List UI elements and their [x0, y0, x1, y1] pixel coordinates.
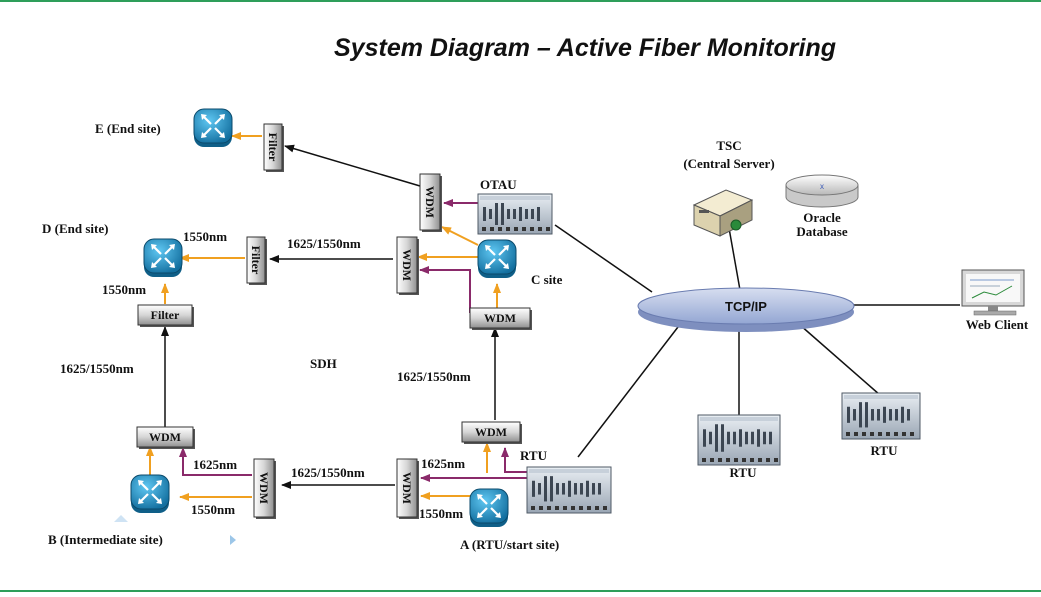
monitor-icon	[961, 269, 1025, 316]
router-a-icon	[469, 488, 509, 527]
wdm-b-box: WDM	[136, 426, 195, 449]
filter-d-low-box: Filter	[137, 304, 194, 327]
wavelength-label-a-1550: 1550nm	[419, 506, 463, 521]
tcpip-label: TCP/IP	[725, 299, 767, 314]
tsc-label: TSC	[716, 138, 741, 153]
wdm-b-right-box: WDM	[253, 458, 276, 519]
site-e-label: E (End site)	[95, 121, 161, 136]
arrow-wdm-to-filter-e	[284, 144, 421, 187]
tsc-server-icon	[692, 189, 754, 237]
wavelength-label-a-b: 1625/1550nm	[291, 465, 365, 480]
arrow-wdm-b-to-wdm	[179, 447, 252, 476]
site-b-label: B (Intermediate site)	[48, 532, 163, 547]
filter-e-box: Filter	[263, 123, 284, 172]
tsc-sublabel: (Central Server)	[683, 156, 774, 171]
rtu-a-label: RTU	[520, 448, 548, 463]
oracle-sublabel: Database	[796, 224, 848, 239]
arrow-rtu-to-wdm-a-up	[501, 447, 528, 473]
rtu-device-a	[526, 466, 612, 514]
link-tcpip-rtu-3	[799, 324, 881, 396]
filter-d-low-box-label: Filter	[151, 308, 180, 322]
decor-triangle-right	[230, 535, 236, 545]
web-client-label: Web Client	[966, 317, 1029, 332]
network-links	[554, 224, 960, 458]
wavelength-label-b-d: 1625/1550nm	[60, 361, 134, 376]
svg-text:x: x	[820, 182, 824, 191]
wavelength-label-d-top: 1550nm	[183, 229, 227, 244]
filter-e-box-label: Filter	[266, 133, 280, 162]
wavelength-label-c-d: 1625/1550nm	[287, 236, 361, 251]
wdm-a-left-box-label: WDM	[400, 472, 414, 504]
wdm-c-low-box-label: WDM	[484, 311, 516, 325]
filter-d-box-label: Filter	[249, 246, 263, 275]
wdm-otau-box: WDM	[419, 173, 442, 232]
fiber-links-orange	[146, 132, 501, 501]
wavelength-label-a-1625: 1625nm	[421, 456, 465, 471]
wdm-a-left-box: WDM	[396, 458, 419, 519]
wdm-c-box: WDM	[396, 236, 419, 295]
oracle-label: Oracle	[803, 210, 841, 225]
wavelength-label-a-c: 1625/1550nm	[397, 369, 471, 384]
site-a-label: A (RTU/start site)	[460, 537, 559, 552]
wavelength-label-b-1625: 1625nm	[193, 457, 237, 472]
diagram-title: System Diagram – Active Fiber Monitoring	[334, 34, 836, 62]
fiber-links-purple	[179, 199, 528, 482]
otau-device	[477, 193, 553, 235]
router-d-icon	[143, 238, 183, 277]
site-d-label: D (End site)	[42, 221, 108, 236]
rtu-2-label: RTU	[730, 465, 758, 480]
router-e-icon	[193, 108, 233, 147]
link-tcpip-rtu-a	[577, 326, 679, 458]
arrow-wdm-c-to-wdm	[419, 266, 471, 313]
wdm-b-box-label: WDM	[149, 430, 181, 444]
arrow-router-c-to-wdm	[441, 226, 479, 246]
tcpip-network: TCP/IP	[637, 287, 855, 332]
link-otau-tcpip	[554, 224, 653, 293]
database-icon: x	[785, 174, 859, 208]
decor-triangle-left	[114, 515, 128, 522]
wdm-b-right-box-label: WDM	[257, 472, 271, 504]
site-c-label: C site	[531, 272, 563, 287]
router-c-icon	[477, 239, 517, 278]
routers-group	[130, 108, 517, 527]
fiber-links-black	[161, 144, 499, 489]
otau-label: OTAU	[480, 177, 517, 192]
rtu-device-2	[697, 414, 781, 466]
sdh-label: SDH	[310, 356, 337, 371]
wdm-otau-box-label: WDM	[423, 186, 437, 218]
filter-d-box: Filter	[246, 236, 267, 285]
wdm-c-box-label: WDM	[400, 249, 414, 281]
router-b-icon	[130, 474, 170, 513]
wdm-c-low-box: WDM	[469, 307, 532, 330]
rtu-3-label: RTU	[871, 443, 899, 458]
wdm-a-box-label: WDM	[475, 425, 507, 439]
wavelength-label-b-1550: 1550nm	[191, 502, 235, 517]
link-tsc-tcpip	[728, 227, 741, 291]
wavelength-label-d-left: 1550nm	[102, 282, 146, 297]
wdm-a-box: WDM	[461, 421, 522, 444]
rtu-device-3	[841, 392, 921, 440]
rtu-devices-group	[477, 193, 921, 514]
